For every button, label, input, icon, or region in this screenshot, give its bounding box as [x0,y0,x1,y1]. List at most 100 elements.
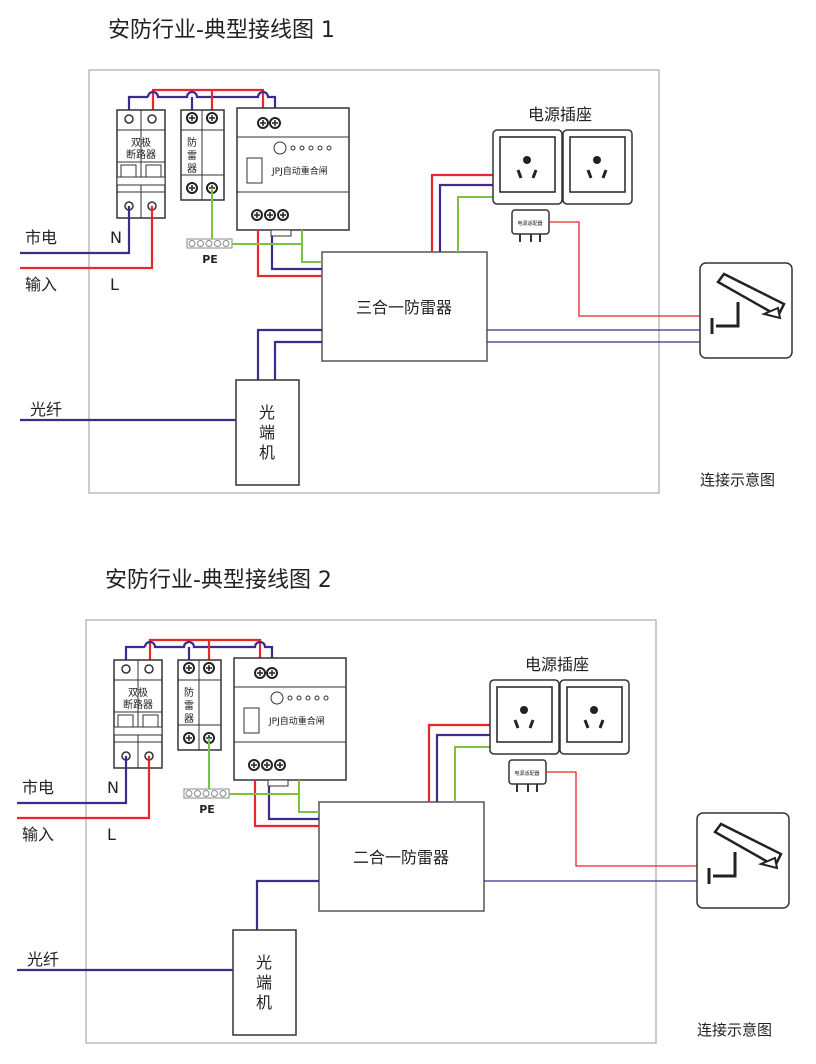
led-indicator-icon [326,145,332,151]
pe-hole-icon [219,790,227,797]
pe-hole-icon [205,240,213,247]
neutral-wire-socket [438,183,493,252]
live-wire-socket [430,173,493,252]
adapter-label: 电源适配器 [517,220,542,227]
socket-earth-hole-icon [590,706,598,714]
live-wire-top [148,638,262,673]
socket-pin-hole-icon [601,169,608,179]
neutral-input-wire [17,756,128,805]
neutral-wire-top-hops [143,640,274,673]
socket-earth-hole-icon [520,706,528,714]
socket-pin-hole-icon [583,719,590,729]
transceiver-label: 机 [256,993,272,1012]
earth-wire-socket [457,196,493,252]
pe-label: PE [202,253,218,266]
led-indicator-icon [305,695,311,701]
indicator-knob-icon [273,141,287,155]
spd-label: 防 [184,686,194,699]
signal-line-transceiver [255,879,319,930]
socket-label: 电源插座 [528,105,592,124]
screw-slot-icon [251,762,257,768]
surge-protector-box [321,251,488,362]
diagram-frame [88,69,660,494]
transceiver-label: 端 [259,423,275,442]
diagram-frame [85,619,657,1044]
fiber-transceiver-box [232,929,297,1036]
breaker-label: 断路器 [126,148,156,161]
din-clip [267,779,289,787]
breaker-label: 双极 [128,686,148,699]
auto-recloser-module: JPJ自动重合闸 [236,107,350,237]
spd-label: 器 [184,713,194,725]
recloser-switch [246,157,263,184]
surge-protector-module: 防雷器 [177,659,222,751]
screw-slot-icon [189,115,195,121]
led-indicator-icon [323,695,329,701]
fiber-label: 光纤 [30,400,62,419]
socket-face [569,136,626,193]
diagram-title: 安防行业-典型接线图 2 [105,568,332,593]
security-camera-icon [696,812,790,909]
neutral-wire-protector [267,786,319,821]
surge-protector-box [318,801,485,912]
neutral-wire-protector [270,236,322,271]
live-wire-protector [256,230,322,278]
live-input-wire [20,206,154,270]
recloser-label: JPJ自动重合闸 [271,165,328,177]
power-socket [559,679,630,755]
screw-slot-icon [277,762,283,768]
led-indicator-icon [299,145,305,151]
camera-frame [696,812,790,909]
neutral-wire-top [127,95,148,113]
power-socket [489,679,560,755]
neutral-label: N [107,778,119,797]
fiber-label: 光纤 [27,950,59,969]
live-wire-socket [427,723,490,802]
socket-pin-hole-icon [513,719,520,729]
transceiver-label: 机 [259,443,275,462]
security-camera-icon [699,262,793,359]
socket-earth-hole-icon [523,156,531,164]
power-adapter: 电源适配器 [511,209,550,242]
protector-label: 三合一防雷器 [356,298,452,317]
input-label: 输入 [25,275,57,294]
camera-frame [699,262,793,359]
recloser-label: JPJ自动重合闸 [268,715,325,727]
live-label: L [107,825,116,844]
transceiver-label: 端 [256,973,272,992]
caption: 连接示意图 [700,471,775,489]
power-socket [562,129,633,205]
earth-wire-protector [229,793,319,813]
terminal-icon [147,114,157,124]
screw-slot-icon [267,212,273,218]
live-wire-top [151,88,265,123]
led-indicator-icon [314,695,320,701]
breaker-handle-bar [116,176,166,186]
mains-label: 市电 [22,778,54,797]
auto-recloser-module: JPJ自动重合闸 [233,657,347,787]
neutral-label: N [110,228,122,247]
screw-slot-icon [206,665,212,671]
spd-label: 器 [187,163,197,175]
earth-wire-socket [454,746,490,802]
live-input-wire [17,756,151,820]
camera-body [713,822,783,868]
socket-face [499,136,556,193]
led-indicator-icon [287,695,293,701]
spd-label: 雷 [184,700,194,712]
camera-lens [757,856,779,870]
socket-face [496,686,553,743]
screw-slot-icon [272,120,278,126]
led-indicator-icon [290,145,296,151]
socket-pin-hole-icon [586,169,593,179]
adapter-label: 电源适配器 [514,770,539,777]
caption: 连接示意图 [697,1021,772,1039]
fiber-transceiver-box [235,379,300,486]
spd-label: 防 [187,136,197,149]
camera-lens [760,306,782,320]
pe-hole-icon [214,240,221,247]
led-indicator-icon [317,145,323,151]
